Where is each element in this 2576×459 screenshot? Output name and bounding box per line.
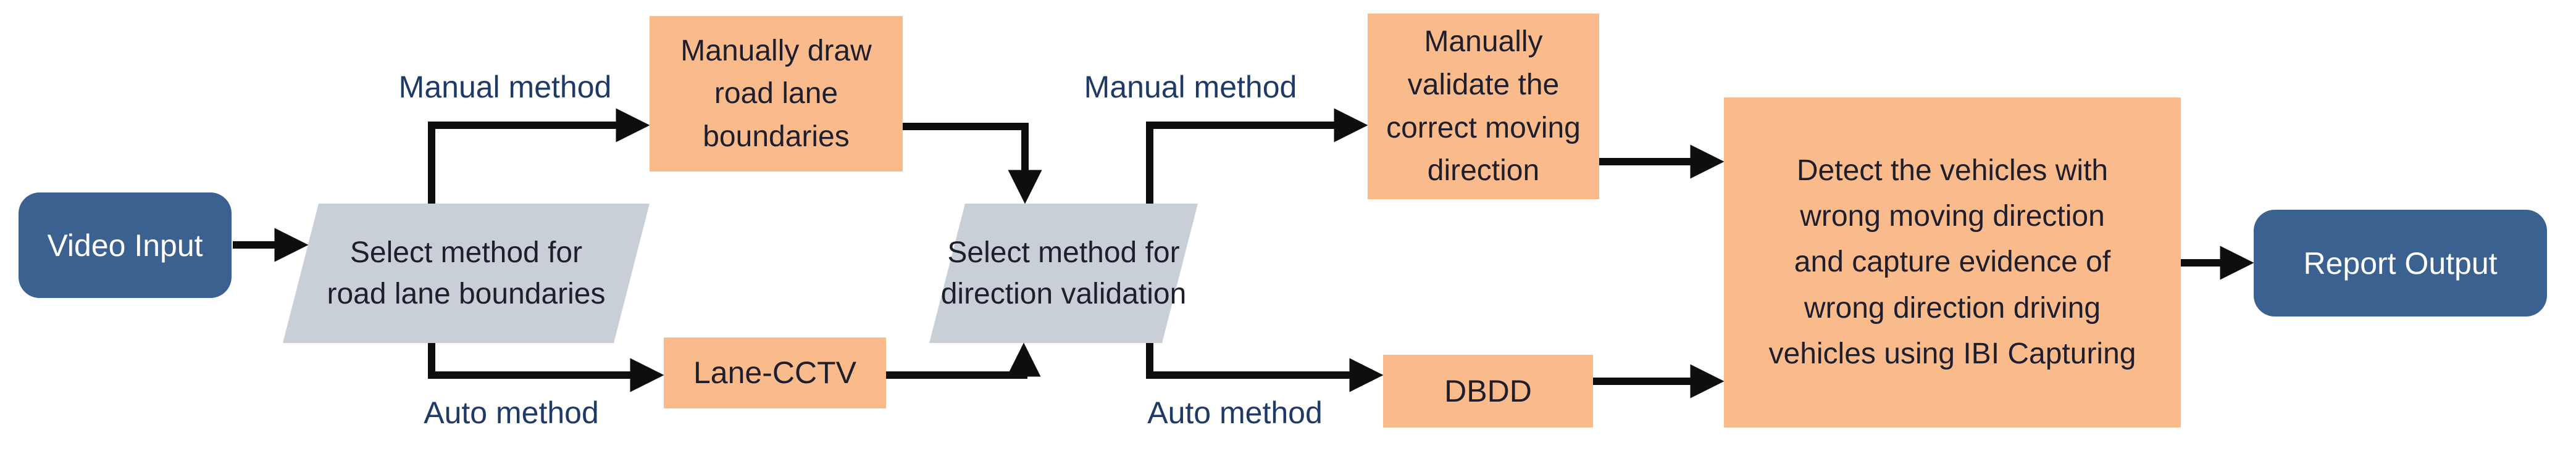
node-lane-cctv: Lane-CCTV — [664, 337, 886, 408]
edge-label-auto-method-1: Auto method — [424, 395, 599, 430]
node-select-lane-method: Select method for road lane boundaries — [283, 204, 650, 343]
node-video-input: Video Input — [19, 192, 232, 298]
node-select-direction-method-label: Select method for direction validation — [940, 236, 1187, 310]
node-video-input-label: Video Input — [47, 228, 203, 263]
node-report-output-label: Report Output — [2303, 246, 2498, 281]
node-detect-capture: Detect the vehicles with wrong moving di… — [1724, 97, 2181, 428]
parallelogram-select-lane-method — [283, 204, 650, 343]
node-detect-capture-label: Detect the vehicles with wrong moving di… — [1768, 154, 2136, 371]
node-select-lane-method-label: Select method for road lane boundaries — [327, 236, 606, 310]
node-dbdd: DBDD — [1383, 355, 1593, 428]
node-select-direction-method: Select method for direction validation — [929, 204, 1198, 343]
node-manually-draw-label: Manually draw road lane boundaries — [680, 34, 872, 153]
arrow-select-lane-to-lane-cctv — [428, 343, 664, 392]
node-manually-validate: Manually validate the correct moving dir… — [1368, 14, 1599, 199]
node-manually-validate-label: Manually validate the correct moving dir… — [1386, 25, 1581, 188]
parallelogram-select-direction-method — [929, 204, 1198, 343]
edge-label-manual-method-2: Manual method — [1084, 70, 1297, 104]
arrow-lane-cctv-to-select-direction — [886, 342, 1041, 379]
arrow-select-direction-to-manually-validate — [1146, 108, 1368, 204]
node-manually-draw: Manually draw road lane boundaries — [650, 16, 903, 172]
arrow-manually-draw-to-select-direction — [903, 123, 1042, 204]
edge-label-manual-method-1: Manual method — [398, 70, 612, 104]
node-dbdd-label: DBDD — [1444, 373, 1532, 408]
node-lane-cctv-label: Lane-CCTV — [693, 355, 856, 391]
arrow-select-lane-to-manually-draw — [428, 108, 650, 204]
node-report-output: Report Output — [2254, 210, 2547, 316]
edge-label-auto-method-2: Auto method — [1147, 395, 1323, 430]
arrow-select-direction-to-dbdd — [1146, 343, 1384, 392]
